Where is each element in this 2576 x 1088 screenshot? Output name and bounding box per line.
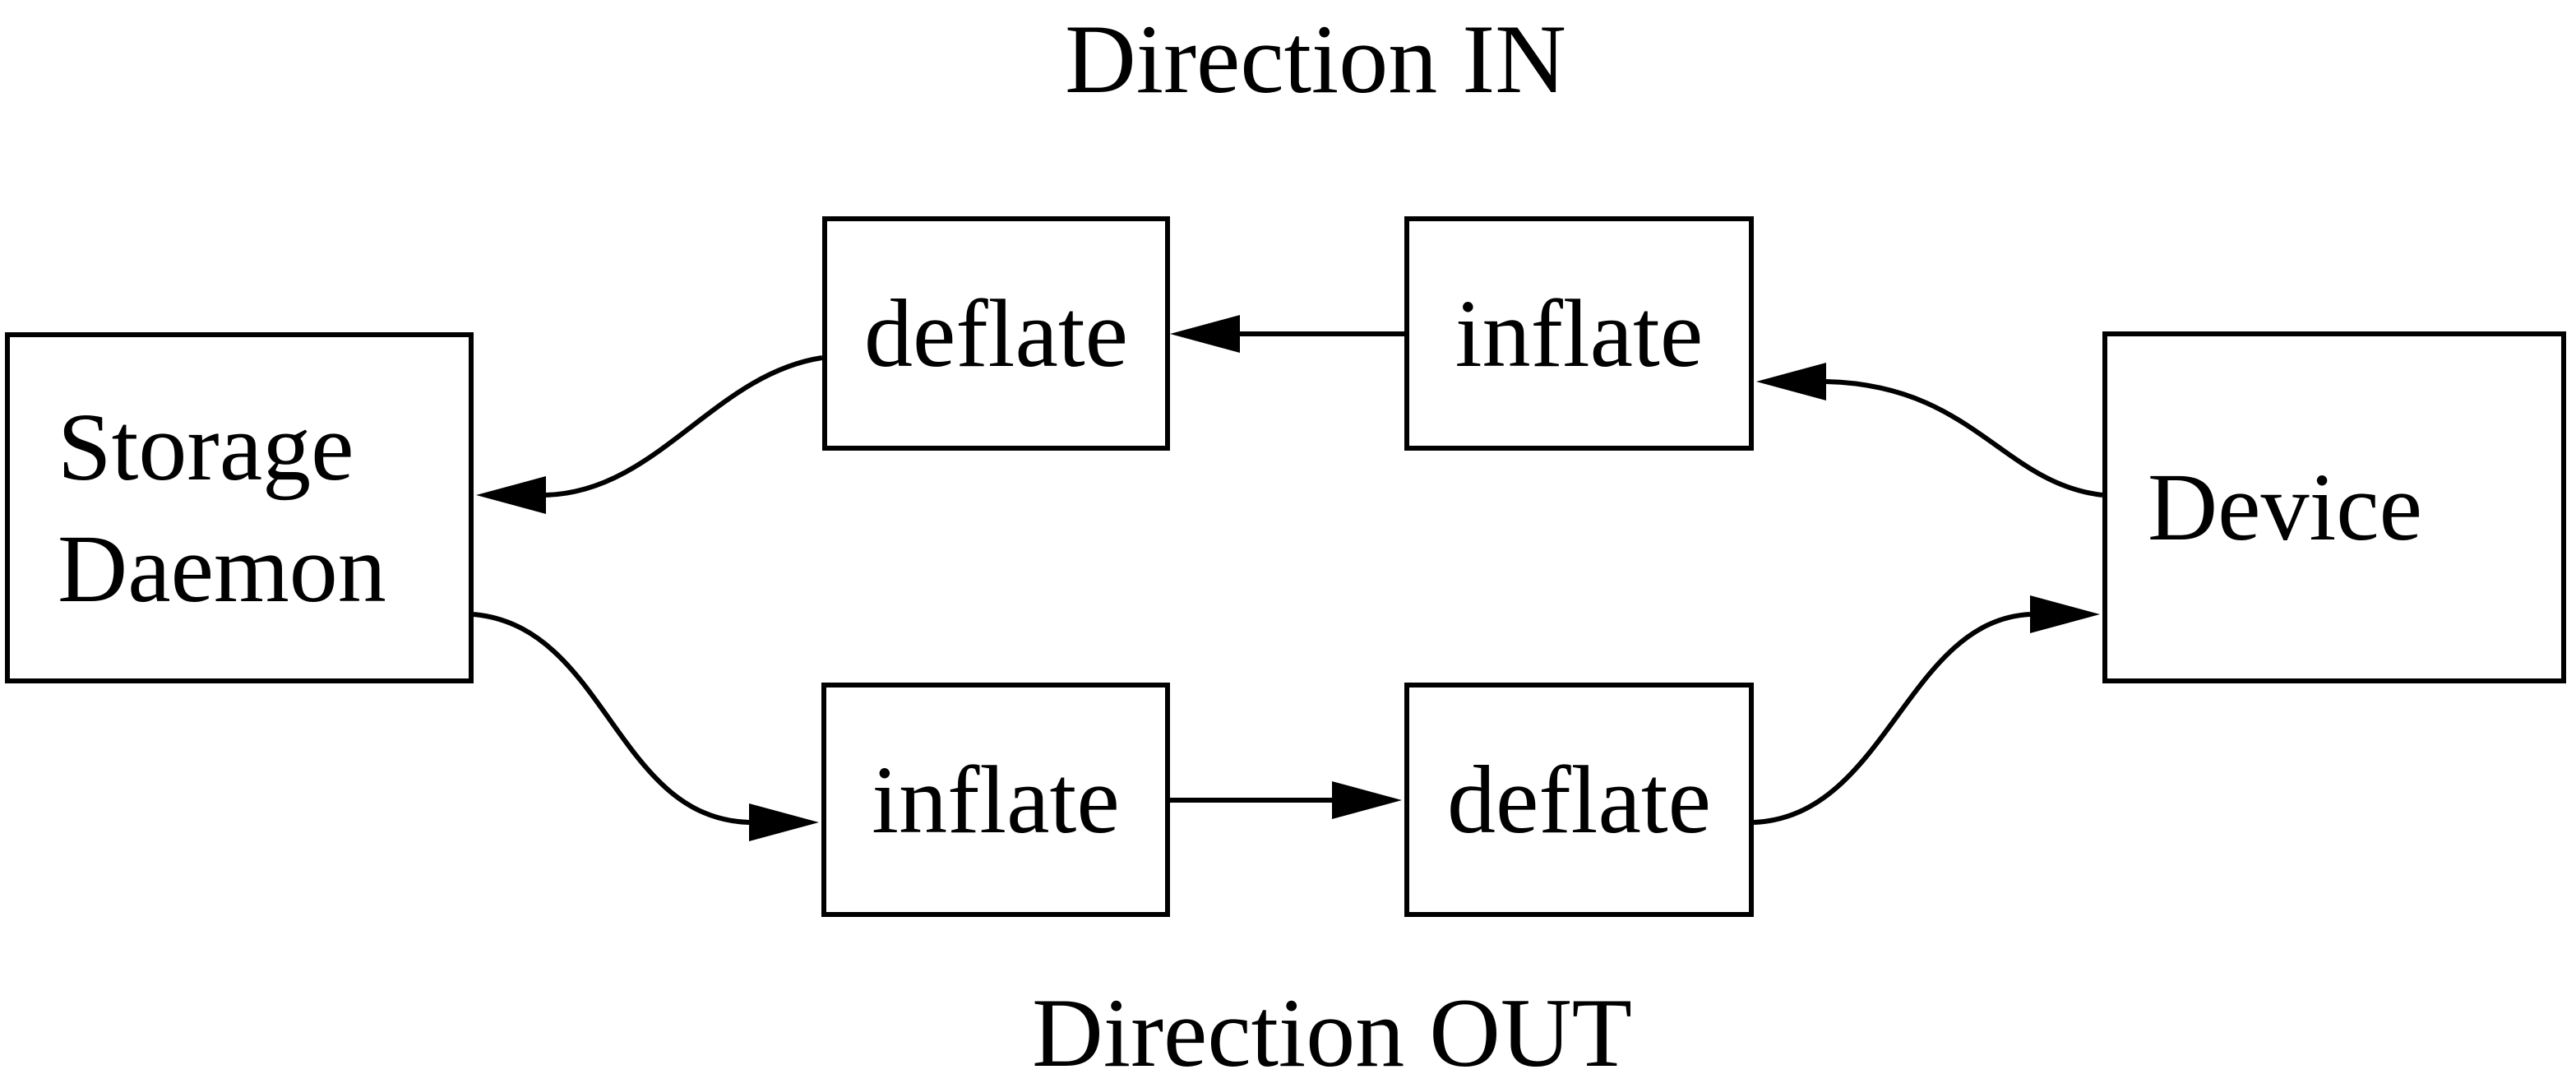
title-direction-in: Direction IN: [1065, 4, 1566, 113]
edge-device-to-inflate-in: [1825, 379, 2103, 498]
edge-storage-to-inflate-out: [473, 612, 750, 825]
title-direction-out: Direction OUT: [1032, 978, 1632, 1087]
edge-deflate-in-to-storage: [545, 355, 823, 498]
node-deflate-out: deflate: [1404, 683, 1754, 917]
inflate-out-label: inflate: [872, 745, 1120, 854]
arrowhead-into-deflate-out: [1332, 781, 1402, 819]
arrowhead-into-device: [2030, 595, 2100, 633]
node-deflate-in: deflate: [822, 216, 1170, 451]
device-label: Device: [2147, 453, 2423, 562]
node-inflate-in: inflate: [1404, 216, 1754, 451]
arrowhead-into-inflate-in: [1756, 363, 1826, 400]
storage-daemon-label: Storage Daemon: [58, 387, 386, 629]
storage-daemon-label-line1: Storage: [58, 393, 354, 501]
deflate-in-label: deflate: [864, 279, 1128, 387]
arrowhead-into-inflate-out: [749, 803, 819, 841]
edge-deflate-out-to-device: [1753, 612, 2031, 825]
node-inflate-out: inflate: [821, 683, 1170, 917]
storage-daemon-label-line2: Daemon: [58, 514, 386, 623]
deflate-out-label: deflate: [1447, 745, 1711, 854]
arrowhead-into-storage: [476, 476, 546, 514]
inflate-in-label: inflate: [1454, 279, 1704, 387]
node-device: Device: [2102, 331, 2566, 683]
arrowhead-into-deflate-in: [1170, 315, 1240, 353]
node-storage-daemon: Storage Daemon: [5, 332, 474, 683]
